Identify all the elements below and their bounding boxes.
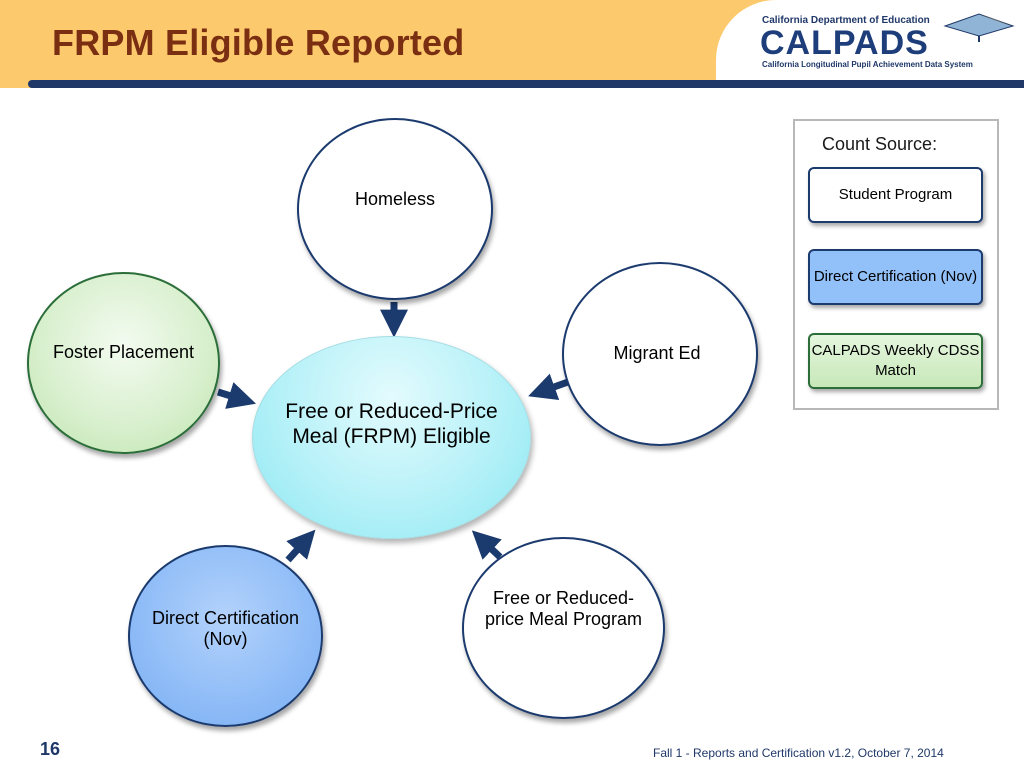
node-homeless-label: Homeless: [354, 188, 436, 209]
node-foster-placement: Foster Placement: [27, 272, 220, 454]
arrow-from-foster: [216, 382, 257, 409]
node-frmp-label: Free or Reduced-price Meal Program: [484, 588, 643, 629]
node-foster-label: Foster Placement: [52, 341, 195, 362]
logo-top-text: California Department of Education: [762, 15, 930, 26]
arrow-from-frmp: [471, 530, 503, 560]
node-frpm-eligible: Free or Reduced-Price Meal (FRPM) Eligib…: [252, 336, 531, 539]
logo-subtitle: California Longitudinal Pupil Achievemen…: [762, 60, 973, 69]
arrow-from-migrant: [528, 373, 570, 401]
slide-title: FRPM Eligible Reported: [52, 22, 465, 63]
header-divider: [28, 80, 1024, 88]
legend-item-cdss-match: CALPADS Weekly CDSS Match: [808, 333, 983, 389]
logo-area: [716, 0, 1024, 82]
node-homeless: Homeless: [297, 118, 493, 300]
footer-text: Fall 1 - Reports and Certification v1.2,…: [653, 746, 944, 760]
logo-wordmark: CALPADS: [760, 24, 929, 62]
legend-panel: Count Source: Student Program Direct Cer…: [793, 119, 999, 410]
node-frmp-program: Free or Reduced-price Meal Program: [462, 537, 665, 719]
legend-item-direct-certification: Direct Certification (Nov): [808, 249, 983, 305]
logo-emblem-icon: [943, 13, 1015, 42]
node-center-label: Free or Reduced-Price Meal (FRPM) Eligib…: [285, 399, 498, 448]
node-migrant-ed: Migrant Ed: [562, 262, 758, 446]
node-direct-label: Direct Certification (Nov): [151, 608, 300, 649]
legend-item-student-program: Student Program: [808, 167, 983, 223]
legend-title: Count Source:: [822, 134, 938, 154]
arrow-from-direct: [285, 529, 316, 563]
page-number: 16: [40, 739, 61, 759]
node-direct-certification: Direct Certification (Nov): [128, 545, 323, 727]
node-migrant-label: Migrant Ed: [613, 342, 701, 363]
